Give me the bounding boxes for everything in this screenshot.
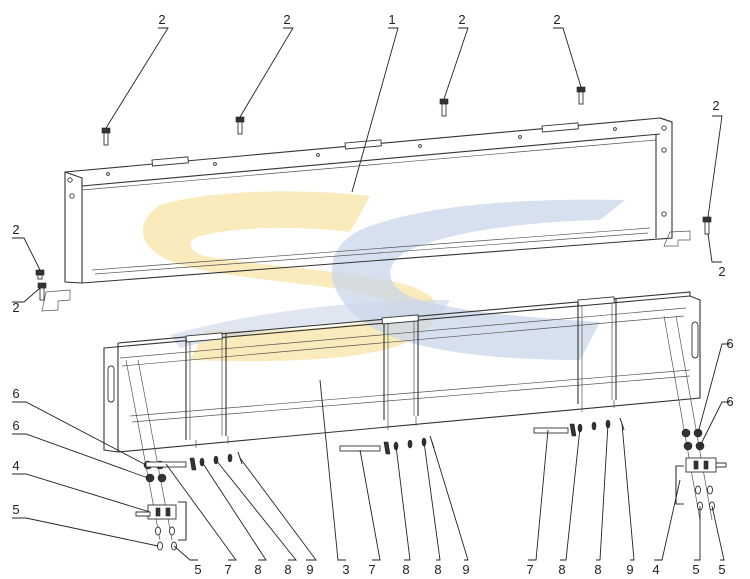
callout-8: 8 [402, 562, 409, 577]
pin-set-center [339, 435, 435, 455]
callout-9: 9 [306, 562, 313, 577]
bolt [702, 216, 712, 235]
watermark-blue-arc [170, 300, 450, 348]
callout-5: 5 [718, 562, 725, 577]
callout-8: 8 [558, 562, 565, 577]
bolt [235, 116, 245, 135]
callout-3: 3 [342, 562, 349, 577]
callout-8: 8 [434, 562, 441, 577]
callout-9: 9 [626, 562, 633, 577]
callout-5: 5 [12, 502, 19, 517]
callout-5: 5 [194, 562, 201, 577]
callout-6: 6 [12, 418, 19, 433]
bolts [35, 86, 712, 301]
callout-7: 7 [368, 562, 375, 577]
callout-6: 6 [726, 394, 733, 409]
callout-2: 2 [553, 12, 560, 27]
left-hinge-group [125, 359, 187, 551]
callout-labels: 2 2 1 2 2 2 2 2 2 6 6 4 5 6 6 5 7 8 8 9 … [12, 12, 733, 577]
watermark-yellow-swoosh [142, 191, 438, 362]
callout-8: 8 [284, 562, 291, 577]
bolt [439, 98, 449, 117]
callout-5: 5 [692, 562, 699, 577]
bolt [101, 127, 111, 146]
bolt [37, 282, 47, 301]
callout-2: 2 [458, 12, 465, 27]
callout-8: 8 [254, 562, 261, 577]
callout-6: 6 [726, 336, 733, 351]
bolt [35, 269, 45, 280]
callout-8: 8 [594, 562, 601, 577]
callout-7: 7 [526, 562, 533, 577]
callout-7: 7 [224, 562, 231, 577]
callout-9: 9 [462, 562, 469, 577]
callout-6: 6 [12, 386, 19, 401]
callout-2: 2 [283, 12, 290, 27]
lower-frame [103, 291, 701, 453]
callout-2: 2 [718, 264, 725, 279]
callout-2: 2 [12, 222, 19, 237]
upper-panel [41, 117, 691, 312]
callout-4: 4 [652, 562, 659, 577]
callout-4: 4 [12, 458, 19, 473]
callout-2: 2 [712, 98, 719, 113]
callout-2: 2 [12, 300, 19, 315]
callout-2: 2 [158, 12, 165, 27]
leader-lines [12, 27, 730, 561]
bolt [576, 86, 586, 105]
callout-1: 1 [388, 12, 395, 27]
